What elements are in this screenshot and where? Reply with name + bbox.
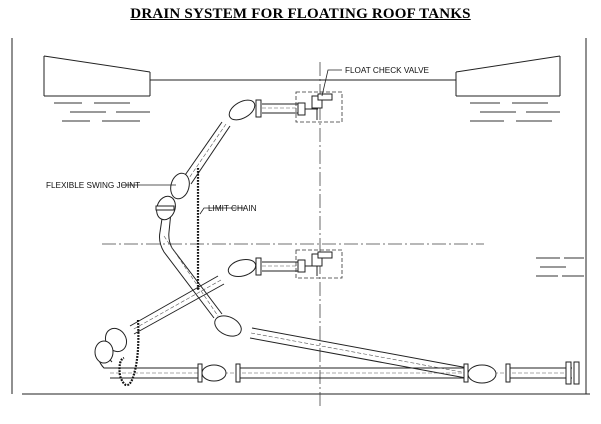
swing-joints bbox=[94, 99, 497, 384]
pipe-flanges bbox=[155, 99, 580, 385]
float-check-valve-upper bbox=[295, 91, 343, 123]
pipe-centerlines bbox=[110, 107, 572, 374]
floating-roof bbox=[43, 55, 561, 97]
leader-lines bbox=[122, 69, 342, 215]
diagram-title: DRAIN SYSTEM FOR FLOATING ROOF TANKS bbox=[130, 6, 471, 22]
drain-pipe-runs bbox=[98, 103, 572, 379]
liquid-level-marks bbox=[54, 102, 584, 277]
label-flexible-swing-joint: FLEXIBLE SWING JOINT bbox=[46, 181, 140, 190]
float-check-valve-lower bbox=[295, 249, 343, 279]
label-limit-chain: LIMIT CHAIN bbox=[208, 204, 257, 213]
centerlines bbox=[102, 62, 484, 408]
label-float-check-valve: FLOAT CHECK VALVE bbox=[345, 66, 430, 75]
limit-chains bbox=[118, 168, 200, 387]
